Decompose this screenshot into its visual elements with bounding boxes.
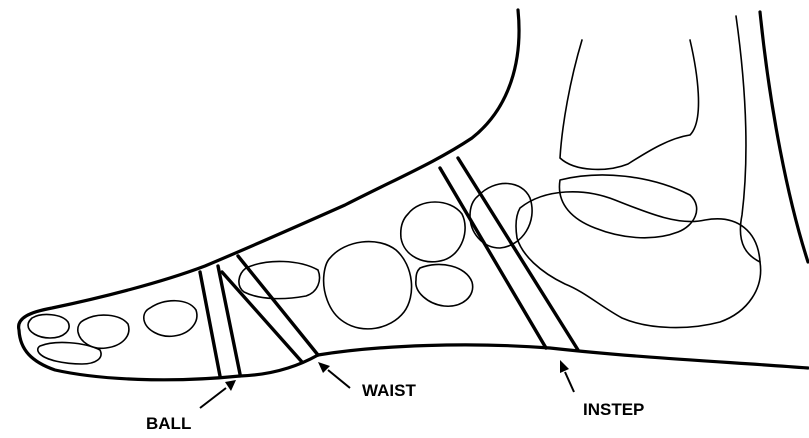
cuboid-bone	[416, 264, 473, 306]
ball-band-line-a	[200, 272, 220, 376]
phalanx-middle	[78, 315, 129, 348]
metatarsal-bone-1	[324, 242, 412, 329]
metatarsal-bone-2	[239, 261, 320, 298]
tibia-bone	[560, 40, 699, 169]
ball-arrow-head	[225, 380, 236, 391]
phalanx-distal	[28, 315, 69, 338]
measurement-bands	[200, 158, 578, 376]
instep-label: INSTEP	[583, 400, 644, 419]
ball-arrow-shaft	[200, 388, 226, 408]
waist-label: WAIST	[362, 381, 416, 400]
foot-bones	[28, 16, 761, 364]
labels: BALL WAIST INSTEP	[146, 381, 644, 433]
foot-sole-line	[240, 345, 808, 376]
instep-arrow-head	[560, 360, 569, 373]
heel-contour	[760, 12, 808, 262]
instep-band-line-a	[440, 168, 546, 348]
ball-label: BALL	[146, 414, 191, 433]
talus-bone	[559, 175, 696, 238]
waist-arrow-shaft	[328, 370, 350, 388]
phalanx-proximal	[144, 301, 197, 337]
cuneiform-bone	[401, 202, 465, 262]
instep-arrow-shaft	[565, 372, 574, 392]
